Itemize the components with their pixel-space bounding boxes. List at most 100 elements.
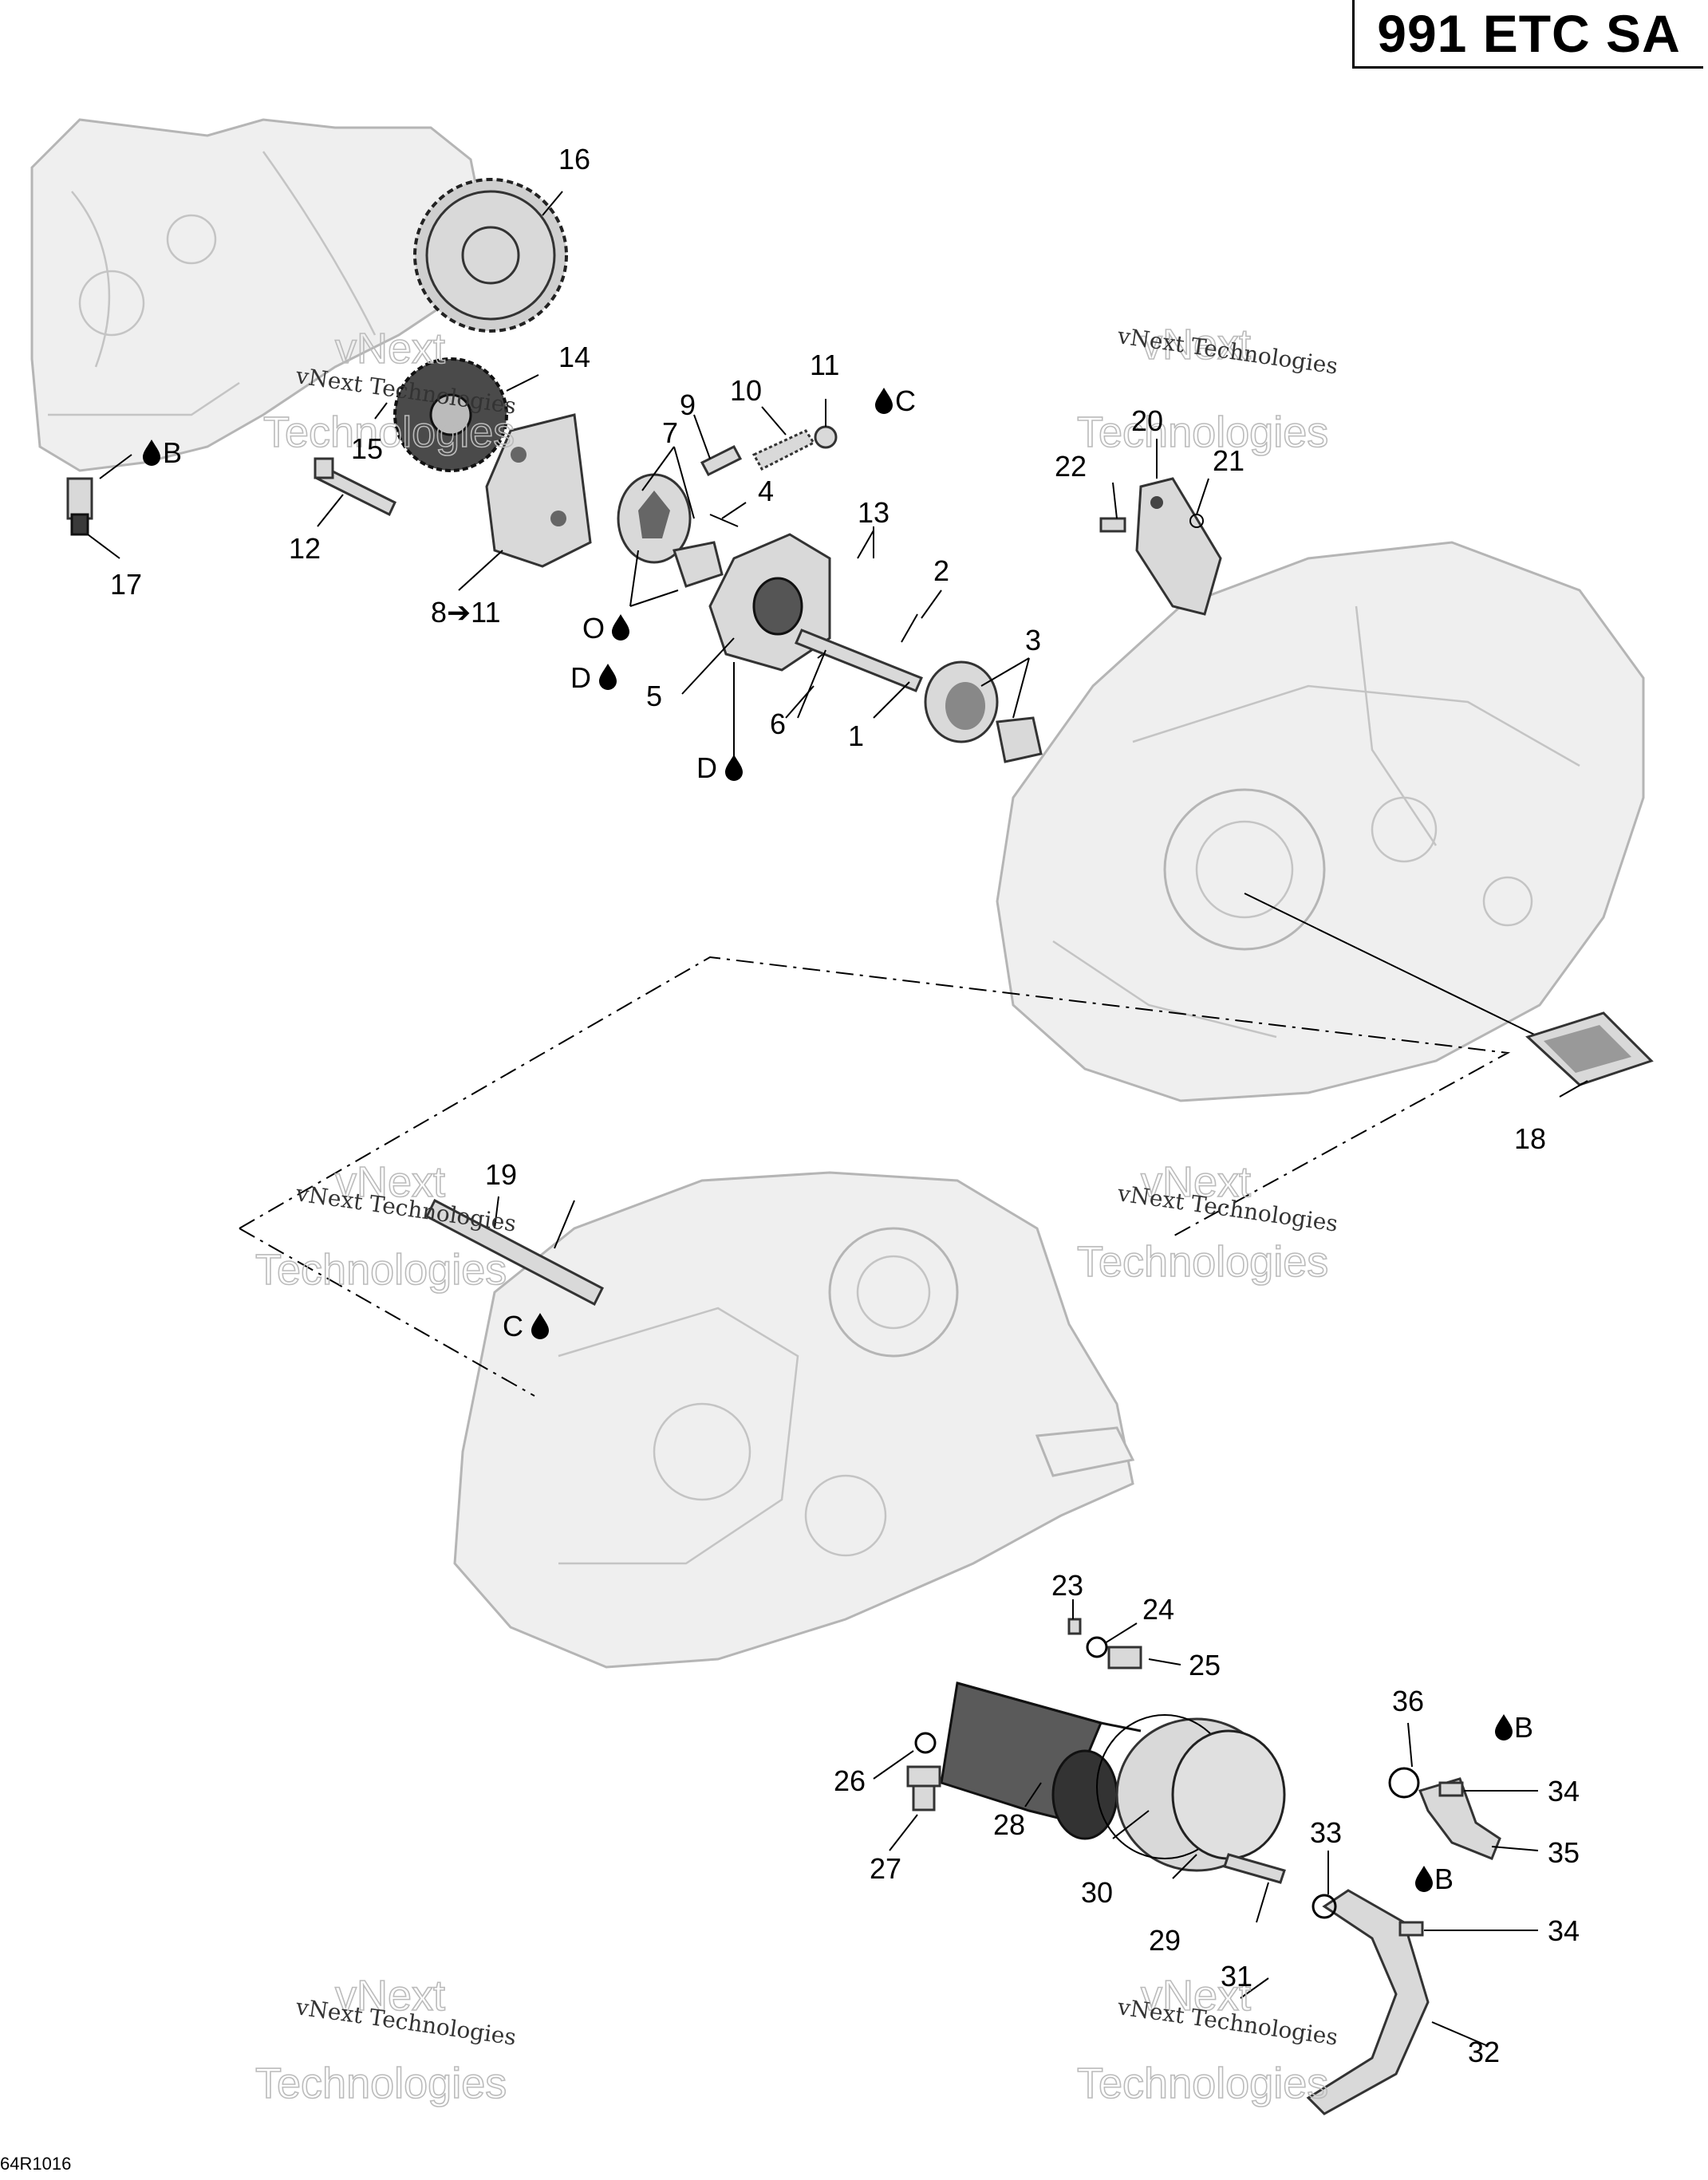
pressure-sensor — [66, 477, 93, 536]
label-31: 31 — [1221, 1960, 1252, 1993]
label-36: 36 — [1392, 1685, 1424, 1717]
svg-text:vNext: vNext — [335, 1972, 445, 2020]
crankcase-right-ghost — [996, 541, 1645, 1102]
label-18: 18 — [1514, 1122, 1546, 1155]
svg-text:C: C — [895, 384, 916, 417]
label-29: 29 — [1149, 1924, 1181, 1957]
label-13: 13 — [858, 496, 890, 529]
watermark-top-left: vNext Technologies vNext Technologies — [262, 324, 518, 457]
lube-mark-c-valve: C — [875, 384, 916, 417]
label-6: 6 — [770, 708, 786, 740]
part-labels: 16 14 15 17 12 8➔11 7 9 10 11 4 13 2 3 5… — [110, 143, 1580, 2068]
svg-text:O: O — [582, 612, 605, 645]
label-26: 26 — [834, 1764, 866, 1797]
reference-code: 64R1016 — [0, 2154, 72, 2174]
label-27: 27 — [870, 1852, 901, 1885]
pump-rotor-inner — [673, 541, 724, 588]
bolt-34b — [1398, 1921, 1424, 1937]
drain-plug-27 — [906, 1765, 941, 1811]
gear-small — [393, 357, 508, 472]
label-22: 22 — [1055, 450, 1087, 483]
pump-shaft — [795, 629, 923, 692]
watermark-bottom-right: vNext Technologies vNext Technologies — [1076, 1971, 1339, 2108]
label-19: 19 — [485, 1158, 517, 1191]
label-8-to-11: 8➔11 — [431, 596, 501, 629]
label-14: 14 — [558, 341, 590, 373]
bolt-31 — [1223, 1853, 1286, 1884]
watermark-bottom-left: vNext Technologies vNext Technologies — [254, 1971, 518, 2108]
lube-mark-c-shaft: C — [503, 1310, 549, 1342]
spring-valve-set — [700, 425, 838, 476]
leader-lines — [87, 191, 1588, 2047]
svg-text:B: B — [1514, 1711, 1533, 1744]
svg-text:D: D — [696, 751, 717, 784]
label-28: 28 — [993, 1808, 1025, 1841]
label-16: 16 — [558, 143, 590, 175]
shaft-19 — [425, 1198, 604, 1307]
o-ring-36 — [1388, 1767, 1420, 1799]
svg-text:Technologies: Technologies — [255, 1246, 507, 1294]
label-35: 35 — [1548, 1836, 1580, 1869]
label-4: 4 — [758, 475, 774, 507]
pump-rotor-outer — [617, 473, 692, 564]
label-25: 25 — [1189, 1649, 1221, 1681]
watermark-mid-right: vNext Technologies vNext Technologies — [1076, 1157, 1339, 1287]
pin-2 — [901, 613, 918, 643]
svg-text:D: D — [570, 661, 591, 694]
o-ring-24 — [1086, 1636, 1108, 1658]
label-11: 11 — [810, 349, 839, 381]
bracket-20 — [1135, 477, 1222, 616]
diagram-title-box: 991 ETC SA — [1352, 0, 1703, 69]
label-7: 7 — [662, 416, 678, 449]
oil-filter-cover — [1096, 1714, 1286, 1872]
svg-text:vNext: vNext — [1141, 321, 1251, 369]
alignment-line-outer — [239, 956, 1511, 1397]
svg-text:vNext: vNext — [335, 1158, 445, 1206]
svg-text:Technologies: Technologies — [263, 408, 515, 456]
oil-filter — [940, 1681, 1142, 1840]
label-30: 30 — [1081, 1876, 1113, 1909]
label-10: 10 — [730, 374, 762, 407]
label-20: 20 — [1131, 404, 1163, 437]
lube-marks: B C O D D C B B — [143, 384, 1533, 1895]
pin-4 — [709, 514, 739, 527]
o-ring-33 — [1312, 1894, 1337, 1919]
label-33: 33 — [1310, 1816, 1342, 1849]
crankcase-lower-ghost — [453, 1171, 1135, 1669]
label-34-lower: 34 — [1548, 1914, 1580, 1947]
svg-text:B: B — [1434, 1863, 1454, 1895]
oil-strainer — [1525, 1011, 1654, 1086]
svg-text:Technologies: Technologies — [255, 2060, 507, 2107]
lube-mark-b-elbow: B — [1495, 1711, 1533, 1744]
pump-rotor-second-inner — [996, 716, 1043, 763]
crankcase-upper-left-ghost — [30, 118, 488, 472]
svg-text:B: B — [163, 436, 182, 469]
lube-mark-d-housing-bottom: D — [696, 751, 743, 784]
bolt-22 — [1099, 517, 1126, 533]
label-21: 21 — [1213, 444, 1245, 477]
svg-text:vNext: vNext — [1141, 1972, 1251, 2020]
label-3: 3 — [1025, 624, 1041, 656]
label-2: 2 — [933, 554, 949, 587]
lube-mark-d-housing-left: D — [570, 661, 617, 694]
svg-text:vNext: vNext — [1141, 1158, 1251, 1206]
plug-23 — [1067, 1618, 1082, 1635]
svg-text:vNext: vNext — [335, 325, 445, 373]
label-34-upper: 34 — [1548, 1775, 1580, 1807]
svg-text:Technologies: Technologies — [1077, 2060, 1328, 2107]
bolt-12 — [314, 457, 396, 517]
label-12: 12 — [289, 532, 321, 565]
pump-rotor-second — [924, 660, 999, 743]
gear-large — [413, 178, 568, 333]
label-24: 24 — [1142, 1593, 1174, 1626]
svg-text:Technologies: Technologies — [1077, 408, 1328, 456]
oil-pump-cover — [485, 413, 592, 568]
lube-mark-b-pipe: B — [1415, 1863, 1454, 1895]
pin-13 — [857, 530, 874, 559]
pipe-32 — [1306, 1889, 1430, 2115]
lube-mark-b-sensor: B — [143, 436, 182, 469]
washer-26 — [914, 1732, 937, 1754]
diagram-title: 991 ETC SA — [1377, 3, 1681, 63]
svg-text:C: C — [503, 1310, 523, 1342]
